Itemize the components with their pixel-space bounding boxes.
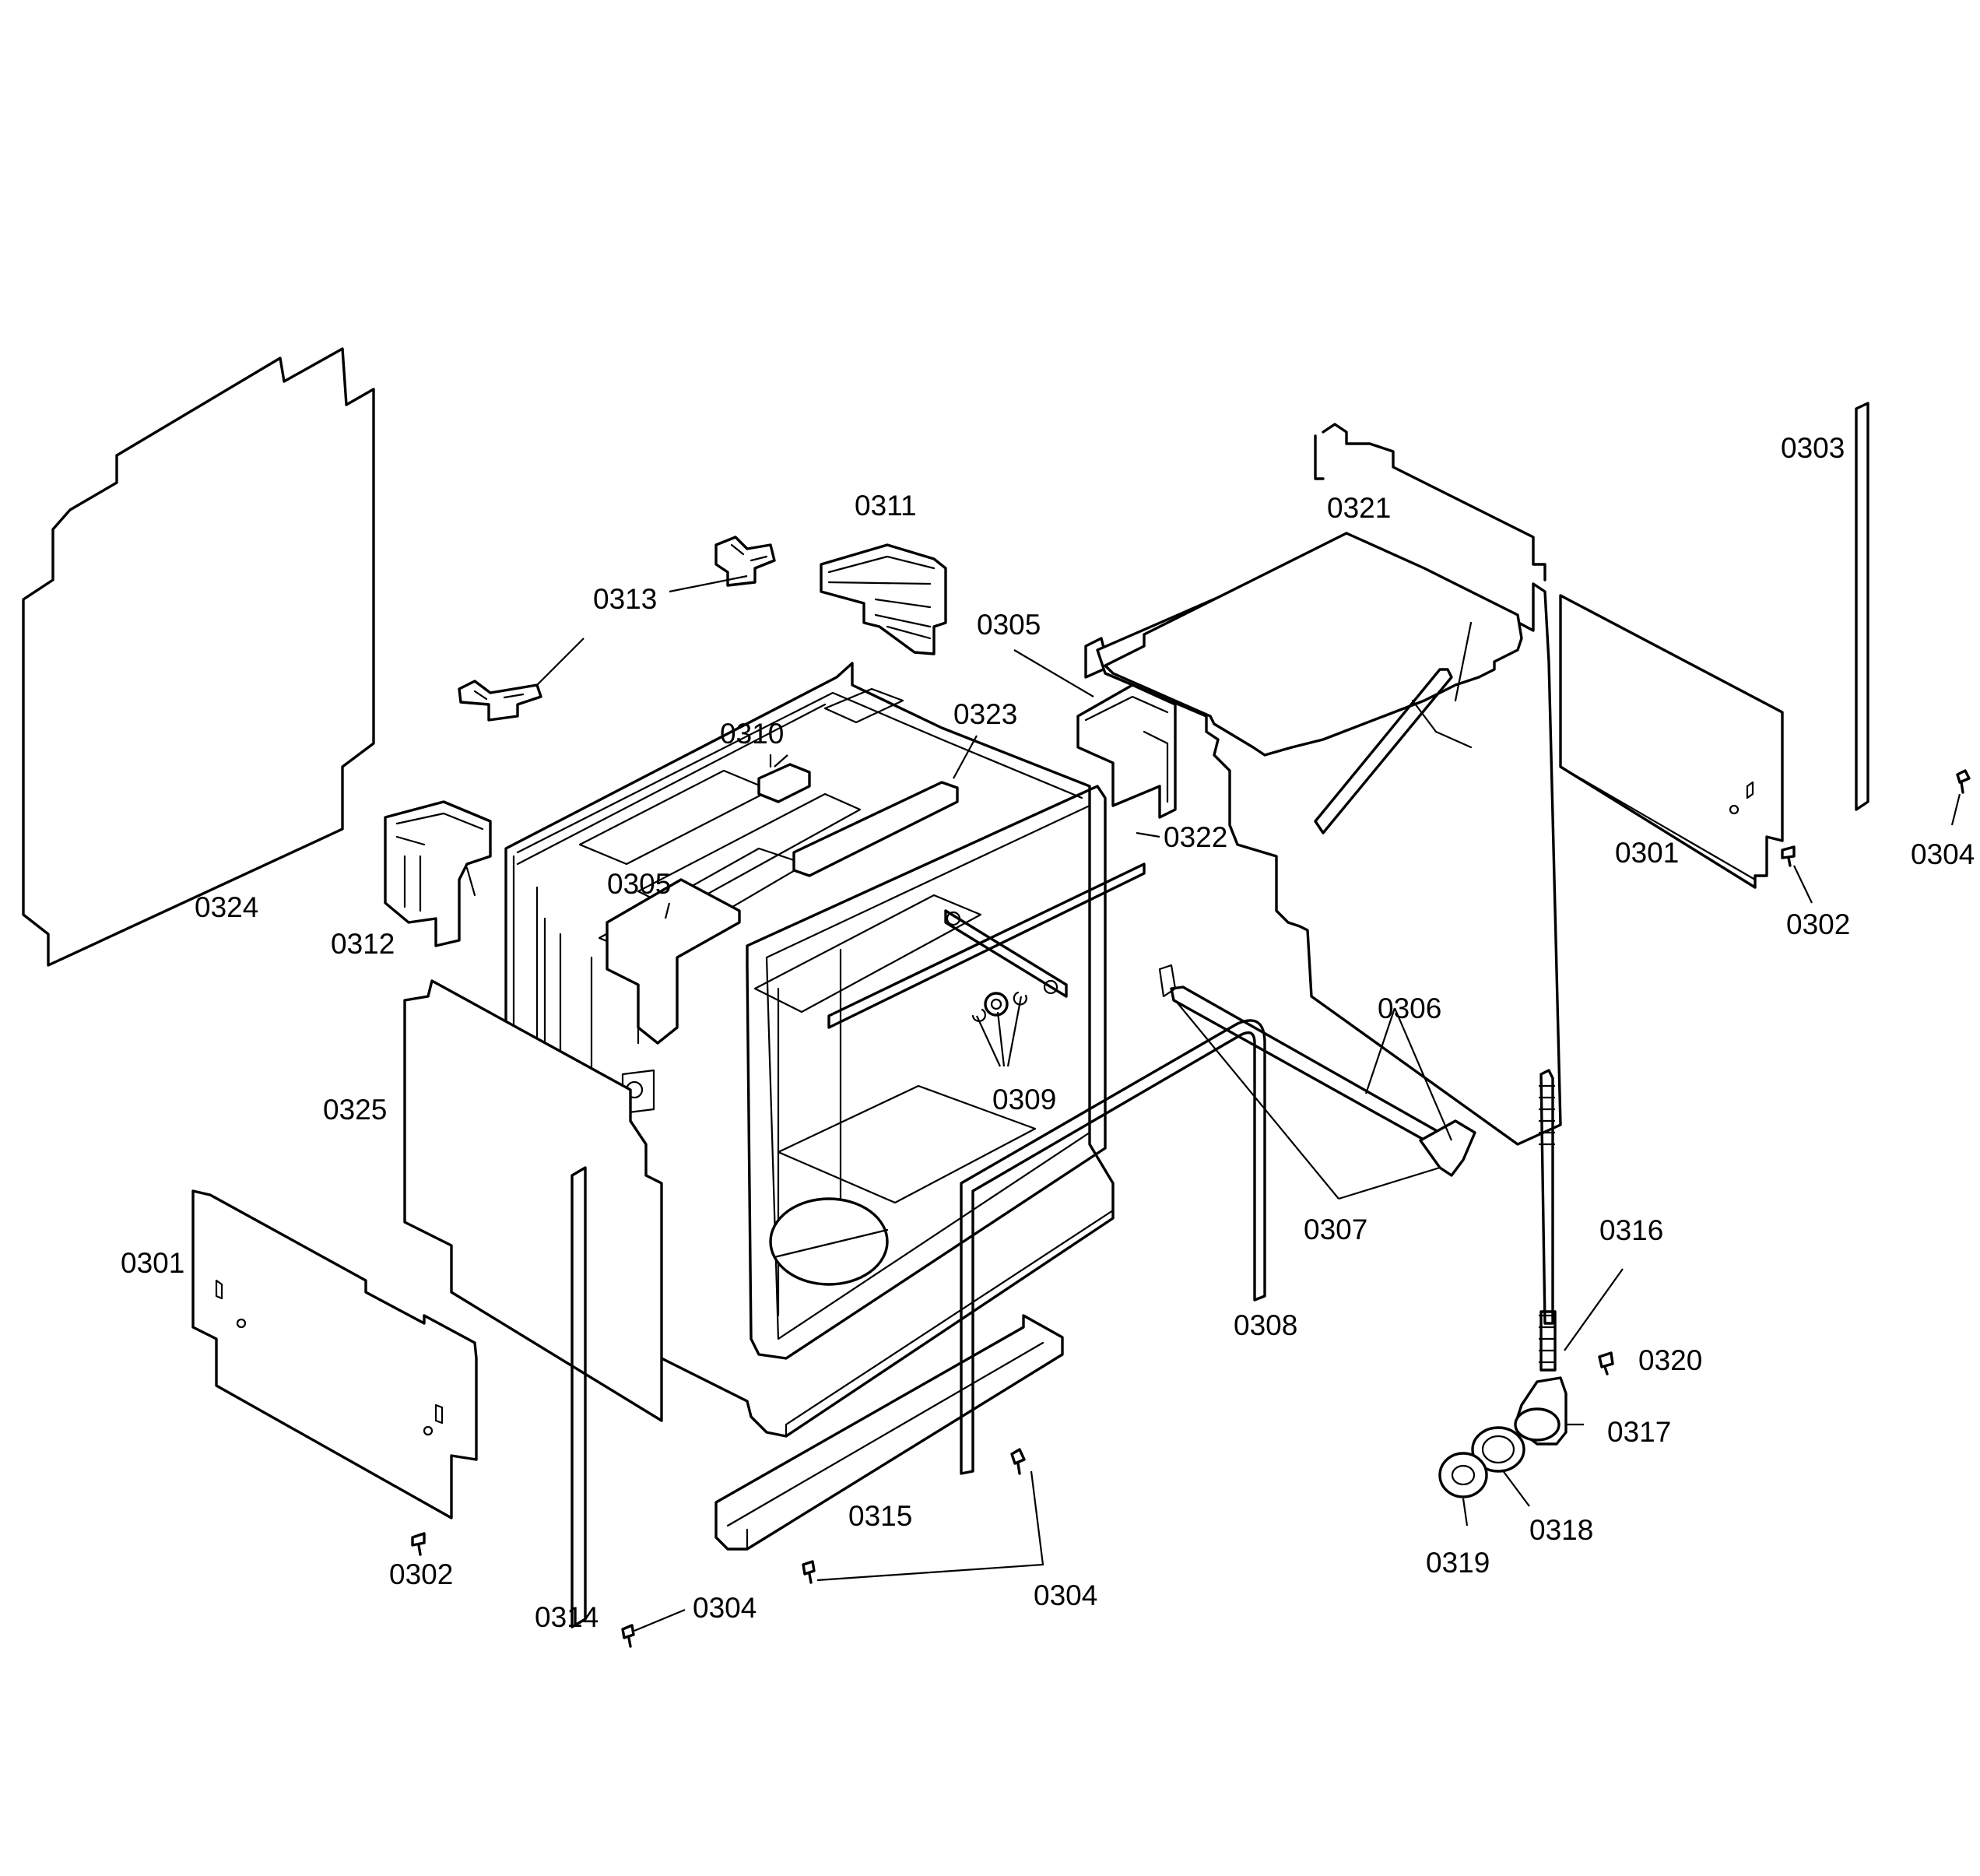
- label-0305-top: 0305: [977, 609, 1041, 641]
- leader-lines: [536, 574, 1961, 1632]
- part-0324-side-panel: [22, 347, 375, 967]
- part-screws: [411, 769, 1971, 1648]
- label-0313: 0313: [593, 583, 657, 615]
- label-0303: 0303: [1781, 432, 1845, 464]
- label-0319: 0319: [1426, 1547, 1490, 1579]
- label-0301-right: 0301: [1615, 837, 1679, 869]
- part-0319-cap: [1438, 1452, 1488, 1498]
- label-0323: 0323: [953, 698, 1017, 730]
- label-0322: 0322: [1164, 821, 1227, 853]
- label-0304-right: 0304: [1911, 838, 1975, 870]
- label-0309: 0309: [992, 1084, 1056, 1115]
- label-0325: 0325: [323, 1094, 387, 1126]
- part-0301-base-panel-left: [191, 1189, 478, 1519]
- part-0305-bracket-left: [606, 878, 741, 1115]
- label-0302-right: 0302: [1786, 908, 1850, 940]
- part-0311-rail-block: [820, 543, 947, 655]
- label-0308: 0308: [1234, 1309, 1297, 1341]
- label-0316: 0316: [1599, 1214, 1663, 1246]
- part-0301-base-panel-right: [1559, 594, 1784, 889]
- label-0312: 0312: [331, 928, 395, 960]
- part-0321-cabinet: [1076, 423, 1562, 1146]
- callout-labels: 0321 0311 0313 0305 0310 0323 0303 0324 …: [121, 432, 1975, 1633]
- part-0312-rail-block: [384, 800, 492, 947]
- label-0305-left: 0305: [607, 868, 671, 900]
- part-0314-seal: [570, 1166, 587, 1628]
- part-0315-base-rail: [714, 1314, 1064, 1551]
- label-0302-left: 0302: [389, 1558, 453, 1590]
- label-0321: 0321: [1327, 492, 1391, 524]
- part-0316-tube: [1538, 1069, 1557, 1372]
- label-0310: 0310: [720, 718, 784, 750]
- part-0303-seal: [1855, 402, 1869, 811]
- part-0325-side-panel: [403, 979, 663, 1422]
- label-0311: 0311: [855, 490, 917, 522]
- label-0317: 0317: [1607, 1416, 1671, 1448]
- label-0315: 0315: [848, 1500, 912, 1532]
- label-0301-left: 0301: [121, 1247, 184, 1279]
- label-0324: 0324: [195, 891, 258, 923]
- label-0306: 0306: [1378, 992, 1441, 1024]
- part-0317-elbow: [1514, 1376, 1568, 1446]
- label-0304-bottom: 0304: [693, 1592, 757, 1624]
- label-0314: 0314: [535, 1601, 599, 1633]
- part-0318-ring: [1471, 1426, 1525, 1473]
- label-0320: 0320: [1638, 1344, 1702, 1376]
- label-0318: 0318: [1529, 1514, 1593, 1546]
- part-0313-brackets: [458, 536, 776, 722]
- label-0307: 0307: [1304, 1214, 1367, 1245]
- label-0304-middle: 0304: [1034, 1579, 1097, 1611]
